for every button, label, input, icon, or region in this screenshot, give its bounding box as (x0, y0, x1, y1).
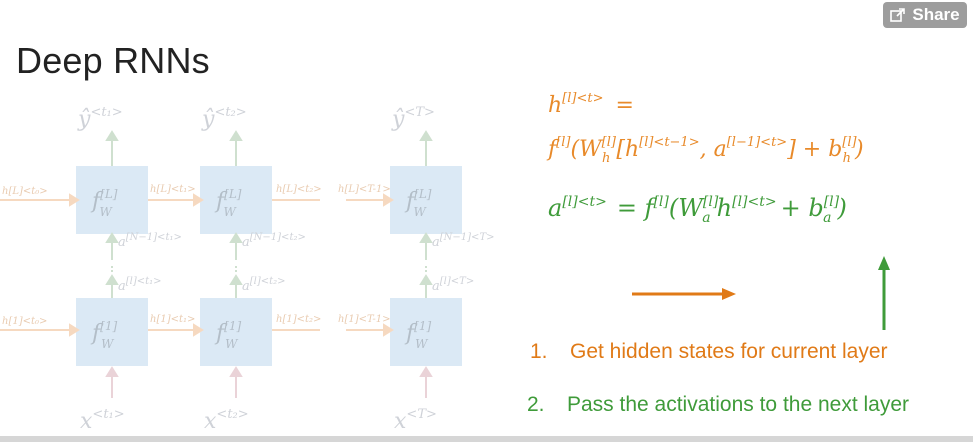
svg-text:h[1]<t₁>: h[1]<t₁> (150, 314, 195, 325)
rnn-cell-bottom (390, 298, 462, 366)
slide-title: Deep RNNs (16, 40, 210, 81)
svg-text:h[1]<t₀>: h[1]<t₀> (2, 316, 47, 327)
rnn-cell-top (76, 166, 148, 234)
deep-rnn-diagram: ŷ<t₁> ŷ<t₂> ŷ<T> f[L]W f[L]W f[L]W h[L]<… (0, 105, 495, 434)
bottom-bar (0, 436, 973, 442)
input-label: x<t₁> (80, 407, 125, 434)
rnn-cell-bottom (76, 298, 148, 366)
equations: h[l]<t>= f[l](W[l]h[h[l]<t−1>, a[l−1]<t>… (546, 91, 864, 226)
output-label: ŷ<t₂> (201, 105, 247, 132)
svg-text:h[1]<T-1>: h[1]<T-1> (338, 314, 391, 325)
svg-text:a[N−1]<t₂>: a[N−1]<t₂> (242, 232, 306, 250)
share-label: Share (912, 5, 960, 24)
step-text: Pass the activations to the next layer (567, 393, 910, 416)
svg-text:h[1]<t₂>: h[1]<t₂> (276, 314, 321, 325)
h-equation-lhs: h[l]<t>= (548, 91, 634, 118)
rnn-cell-top (200, 166, 272, 234)
output-label: ŷ<T> (391, 105, 435, 132)
orange-arrow-icon (632, 288, 736, 300)
svg-text:a[l]<t₂>: a[l]<t₂> (242, 276, 286, 294)
svg-text:h[L]<t₀>: h[L]<t₀> (2, 186, 48, 197)
step-1: 1. Get hidden states for current layer (530, 340, 888, 364)
step-number: 2. (527, 393, 545, 416)
svg-text:h[L]<t₁>: h[L]<t₁> (150, 184, 196, 195)
green-arrow-icon (878, 256, 890, 330)
svg-text:a[l]<t₁>: a[l]<t₁> (118, 276, 162, 294)
svg-text:h[L]<t₂>: h[L]<t₂> (276, 184, 322, 195)
svg-text:a[N−1]<T>: a[N−1]<T> (432, 232, 495, 250)
svg-text:h[L]<T-1>: h[L]<T-1> (338, 184, 391, 195)
input-label: x<t₂> (204, 407, 249, 434)
input-label: x<T> (394, 407, 437, 434)
svg-text:a[l]<T>: a[l]<T> (432, 276, 474, 294)
step-2: 2. Pass the activations to the next layer (527, 393, 909, 417)
step-number: 1. (530, 340, 548, 363)
share-icon (890, 8, 906, 22)
share-button[interactable]: Share (883, 2, 967, 28)
output-label: ŷ<t₁> (77, 105, 123, 132)
svg-text:a[N−1]<t₁>: a[N−1]<t₁> (118, 232, 182, 250)
step-text: Get hidden states for current layer (570, 340, 888, 363)
h-equation-rhs: f[l](W[l]h[h[l]<t−1>, a[l−1]<t>] + b[l]h… (546, 135, 864, 166)
rnn-cell-bottom (200, 298, 272, 366)
rnn-cell-top (390, 166, 462, 234)
